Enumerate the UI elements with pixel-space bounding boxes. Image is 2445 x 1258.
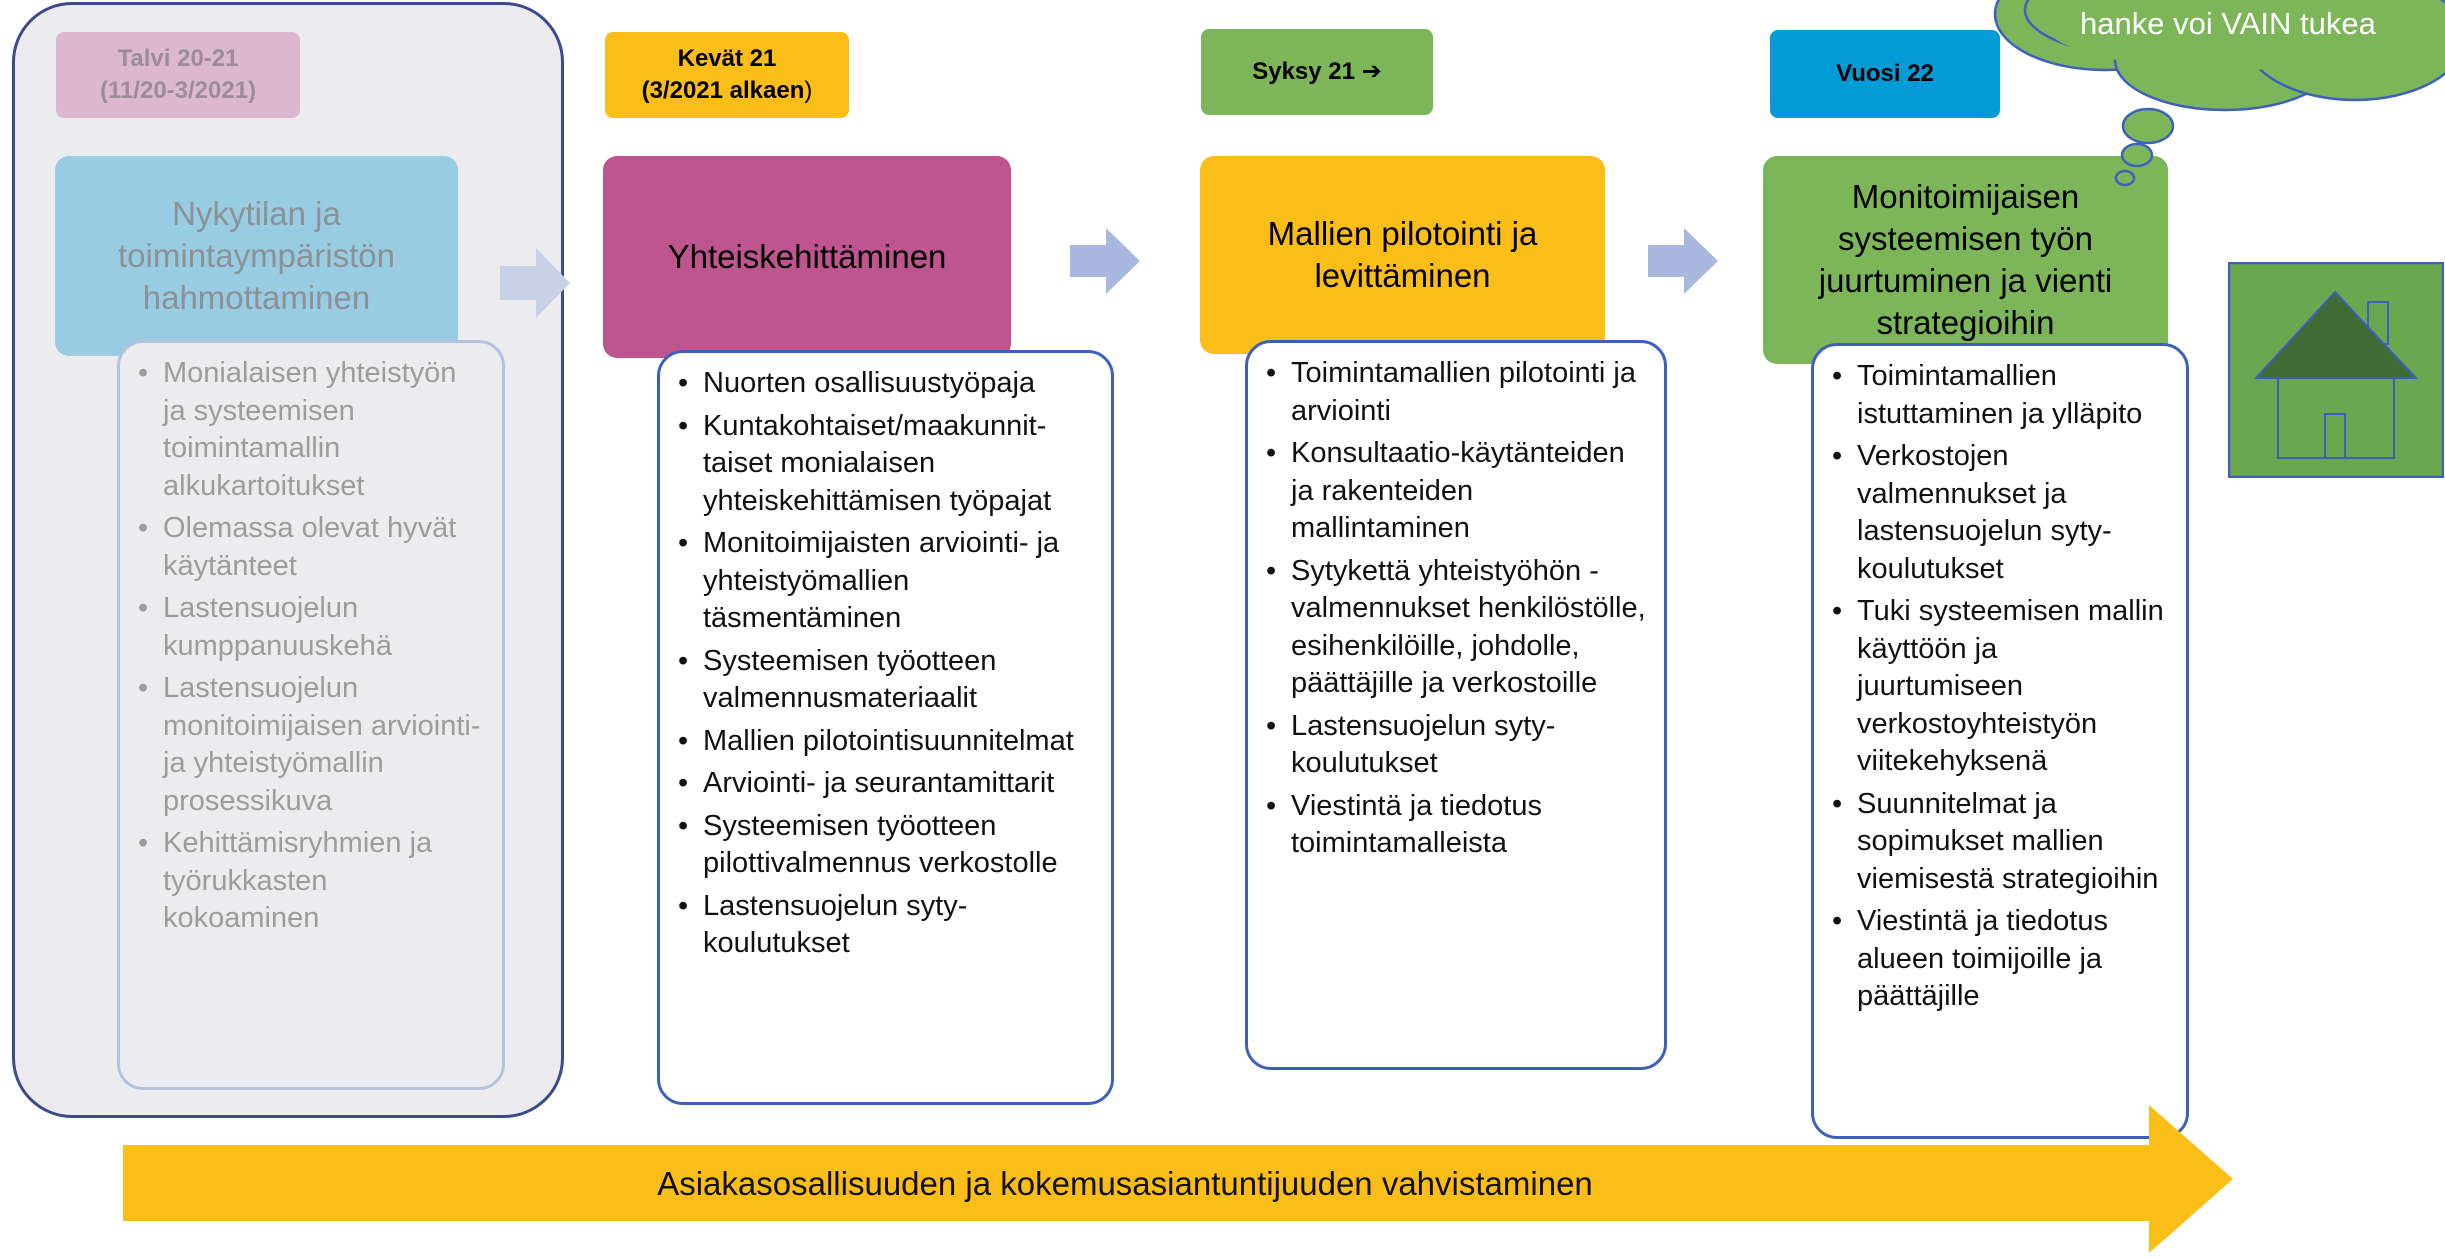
phase-list-year: Toimintamallien istuttaminen ja ylläpito…: [1811, 343, 2189, 1139]
phase-heading-autumn-text: Mallien pilotointi ja levittäminen: [1267, 215, 1538, 294]
phase-tag-winter-text: Talvi 20-21 (11/20-3/2021): [99, 44, 257, 104]
phase-list-spring: Nuorten osallisuustyöpaja Kuntakohtaiset…: [657, 350, 1114, 1105]
list-item: Kuntakohtaiset/maakunnit-taiset monialai…: [678, 408, 1095, 521]
bottom-arrow-label: Asiakasosallisuuden ja kokemusasiantunti…: [657, 1165, 1593, 1202]
list-item: Toimintamallien pilotointi ja arviointi: [1266, 355, 1648, 430]
list-item: Tuki systeemisen mallin käyttöön ja juur…: [1832, 593, 2170, 781]
phase-heading-spring: Yhteiskehittäminen: [603, 156, 1011, 358]
list-item: Lastensuojelun kumppanuuskehä: [138, 590, 486, 665]
phase-tag-autumn-text: Syksy 21 ➔: [1252, 57, 1382, 85]
phase-tag-spring: Kevät 21 (3/2021 alkaen): [605, 32, 849, 118]
list-item: Mallien pilotointisuunnitelmat: [678, 723, 1095, 761]
list-item: Viestintä ja tiedotus alueen toimijoille…: [1832, 903, 2170, 1016]
phase-tag-spring-suffix: ): [804, 77, 813, 104]
phase-tag-year: Vuosi 22: [1770, 30, 2000, 118]
list-item: Konsultaatio-käytänteiden ja rakenteiden…: [1266, 435, 1648, 548]
phase-tag-spring-text: Kevät 21 (3/2021 alkaen: [641, 44, 805, 104]
phase-list-autumn: Toimintamallien pilotointi ja arviointi …: [1245, 340, 1667, 1070]
list-item: Suunnitelmat ja sopimukset mallien viemi…: [1832, 786, 2170, 899]
list-item: Monitoimijaisten arviointi- ja yhteistyö…: [678, 525, 1095, 638]
phase-heading-autumn: Mallien pilotointi ja levittäminen: [1200, 156, 1605, 354]
phase-heading-year: Monitoimijaisen systeemisen työn juurtum…: [1763, 156, 2168, 364]
list-item: Sytykettä yhteistyöhön -valmennukset hen…: [1266, 553, 1648, 703]
list-item: Nuorten osallisuustyöpaja: [678, 365, 1095, 403]
bottom-arrow-shape: [123, 1105, 2233, 1258]
thought-cloud-icon: [1975, 0, 2445, 205]
list-item: Kehittämisryhmien ja työrukkasten kokoam…: [138, 825, 486, 938]
list-item: Monialaisen yhteistyön ja systeemisen to…: [138, 355, 486, 505]
list-item: Verkostojen valmennukset ja lastensuojel…: [1832, 438, 2170, 588]
phase-heading-winter-text: Nykytilan ja toimintaympäristön hahmotta…: [118, 195, 395, 316]
list-item: Viestintä ja tiedotus toimintamalleista: [1266, 788, 1648, 863]
chevron-arrow-icon: [1070, 228, 1140, 294]
chevron-arrow-icon: [1648, 228, 1718, 294]
phase-heading-year-text: Monitoimijaisen systeemisen työn juurtum…: [1818, 178, 2113, 341]
list-item: Lastensuojelun syty-koulutukset: [1266, 708, 1648, 783]
chevron-arrow-icon: [500, 248, 570, 318]
list-item: Toimintamallien istuttaminen ja ylläpito: [1832, 358, 2170, 433]
phase-list-winter: Monialaisen yhteistyön ja systeemisen to…: [117, 340, 505, 1090]
list-item: Lastensuojelun monitoimijaisen arviointi…: [138, 670, 486, 820]
phase-tag-autumn: Syksy 21 ➔: [1201, 29, 1433, 115]
phase-tag-year-text: Vuosi 22: [1836, 59, 1934, 87]
phase-heading-winter: Nykytilan ja toimintaympäristön hahmotta…: [55, 156, 458, 356]
list-item: Olemassa olevat hyvät käytänteet: [138, 510, 486, 585]
list-item: Systeemisen työotteen pilottivalmennus v…: [678, 808, 1095, 883]
phase-heading-spring-text: Yhteiskehittäminen: [667, 238, 947, 276]
list-item: Systeemisen työotteen valmennusmateriaal…: [678, 643, 1095, 718]
list-item: Arviointi- ja seurantamittarit: [678, 765, 1095, 803]
list-item: Lastensuojelun syty-koulutukset: [678, 888, 1095, 963]
phase-tag-winter: Talvi 20-21 (11/20-3/2021): [56, 32, 300, 118]
house-icon: [2227, 261, 2445, 483]
thought-cloud-text: hanke voi VAIN tukea: [2080, 6, 2376, 41]
